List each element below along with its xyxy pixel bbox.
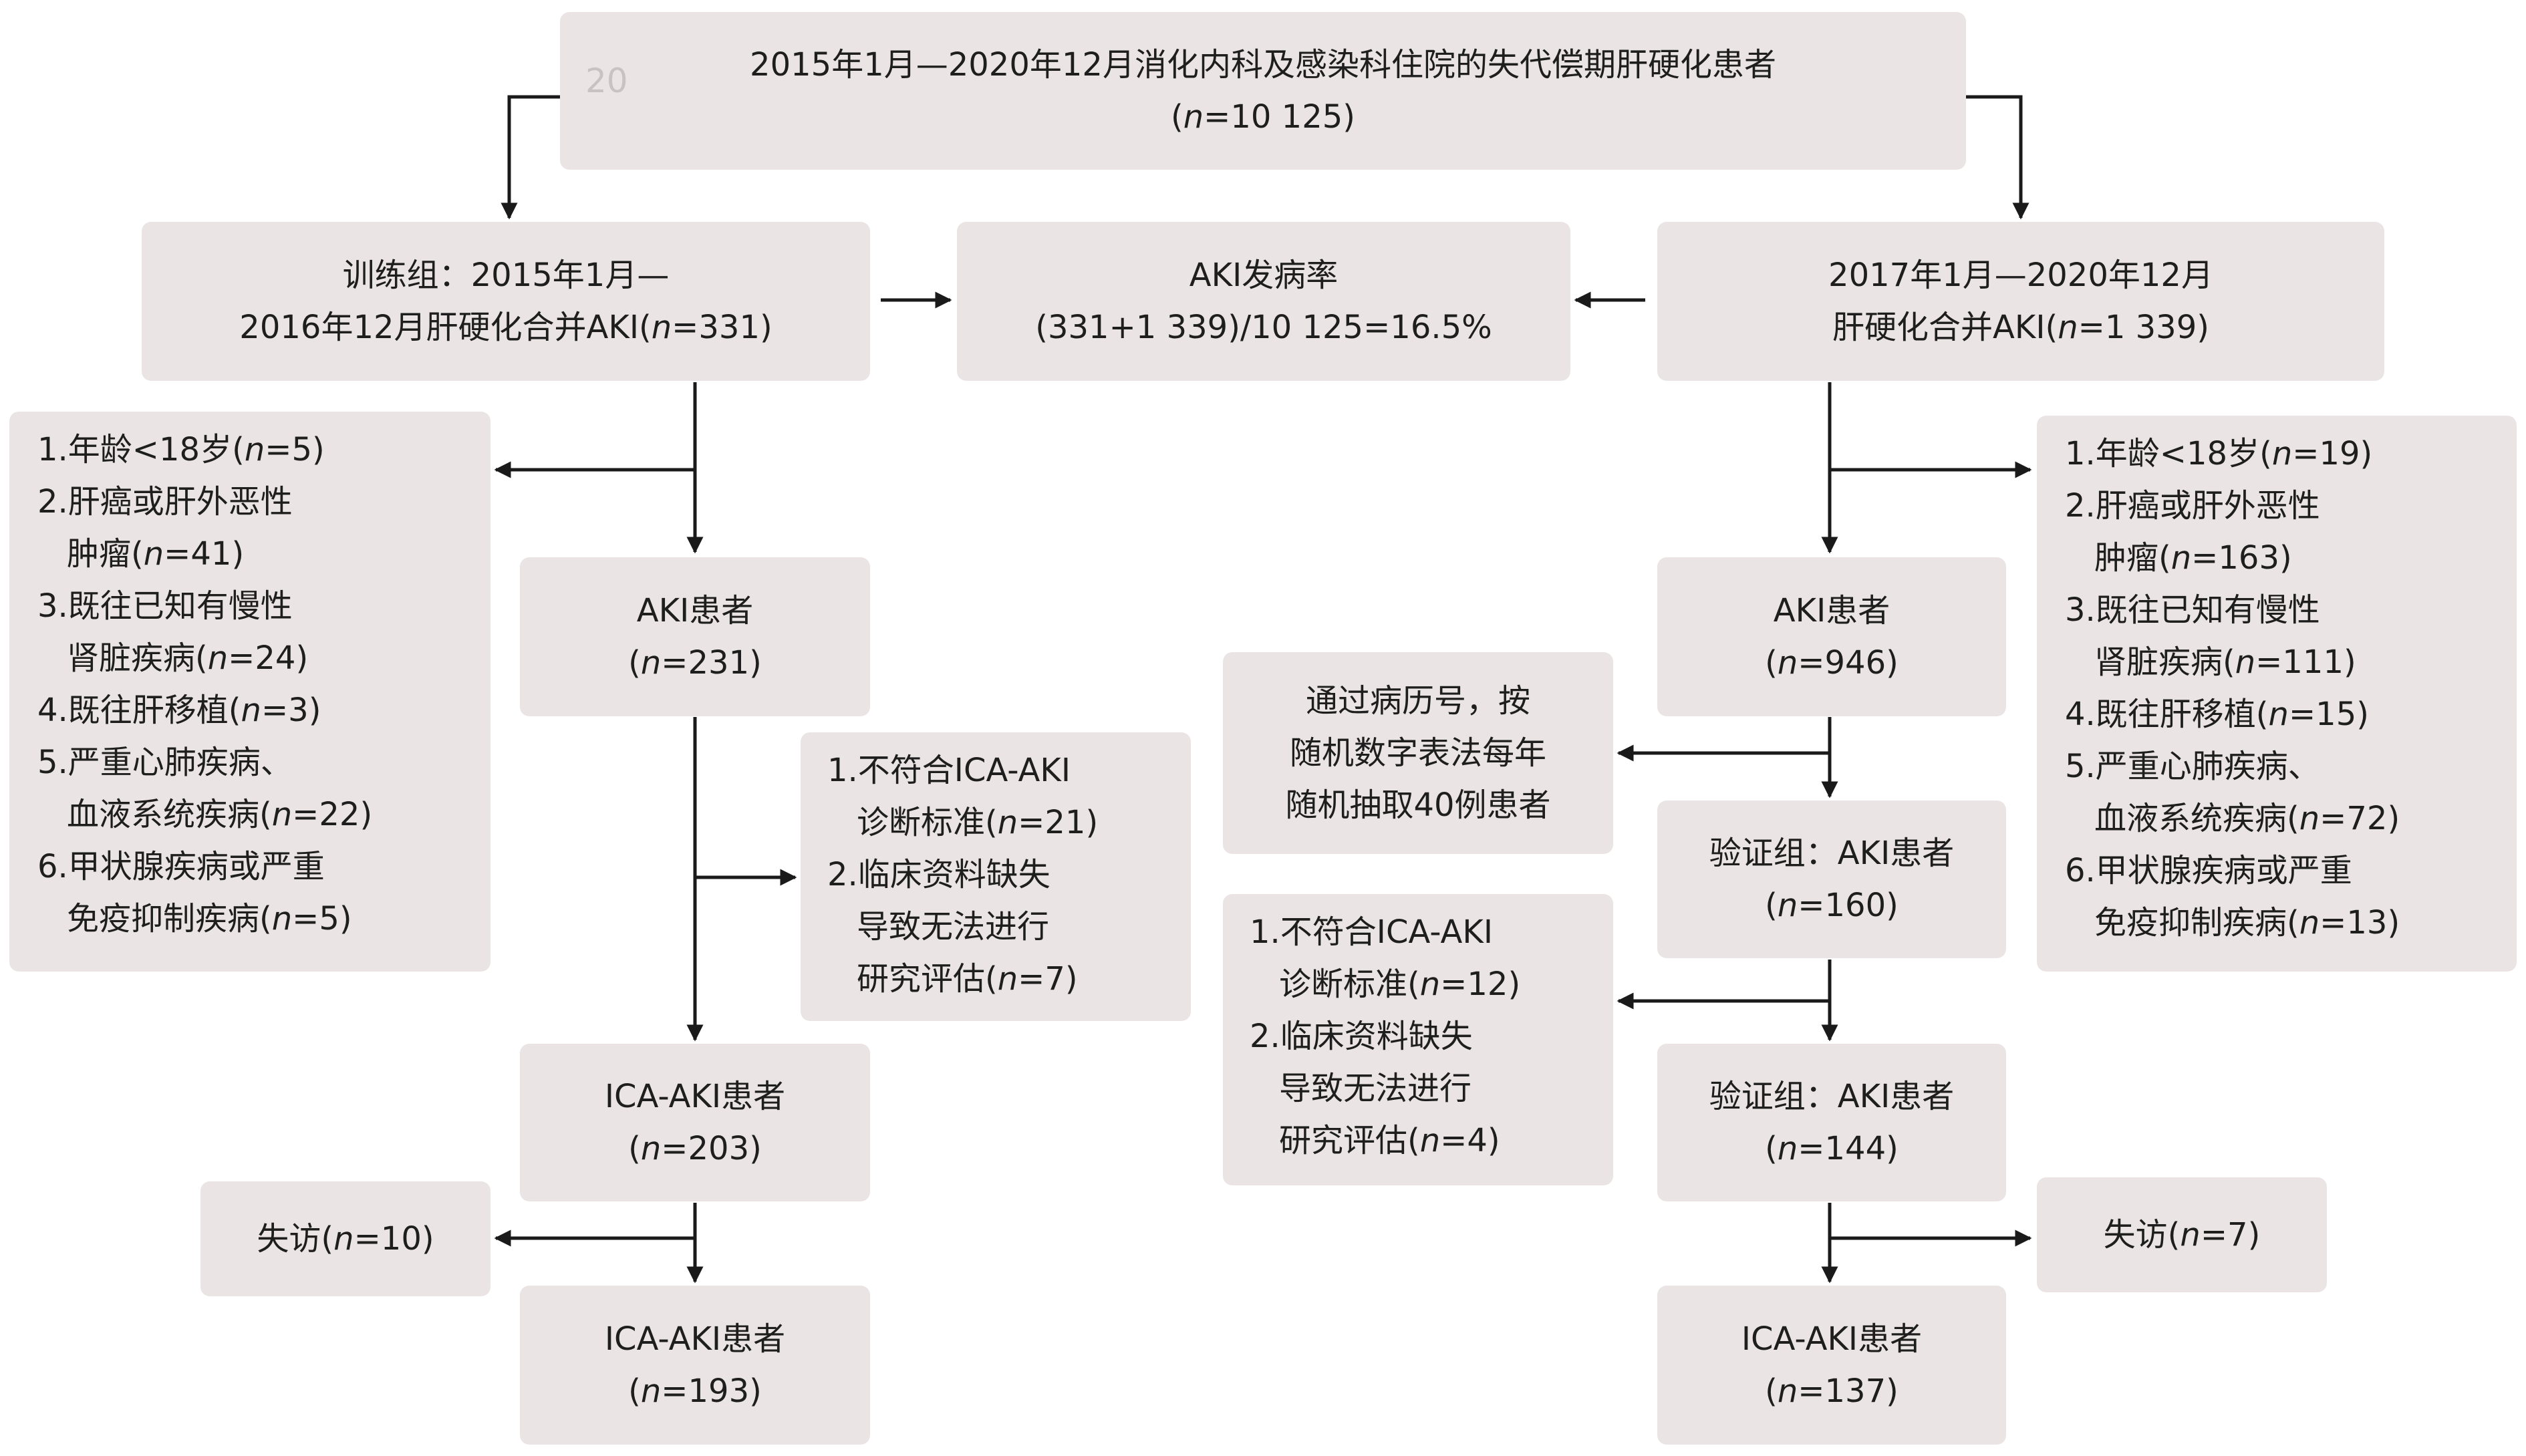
aki-rate-box: AKI发病率 (331+1 339)/10 125=16.5%	[957, 222, 1570, 381]
valid-src-line1: 2017年1月—2020年12月	[1828, 257, 2213, 294]
list-line: 3.既往已知有慢性	[2065, 591, 2320, 629]
aki-left-box: AKI患者 (n=231)	[520, 557, 870, 716]
list-line: 研究评估(n=4)	[1279, 1122, 1500, 1159]
top-population-box: 20 2015年1月—2020年12月消化内科及感染科住院的失代偿期肝硬化患者 …	[560, 12, 1966, 170]
list-line: 2.临床资料缺失	[827, 856, 1050, 893]
list-line: 1.年龄<18岁(n=19)	[2065, 435, 2373, 472]
stamp-text: 20	[585, 61, 628, 100]
list-line: 诊断标准(n=21)	[857, 804, 1099, 841]
rate-line1: AKI发病率	[1189, 257, 1339, 294]
list-line: 血液系统疾病(n=72)	[2094, 800, 2400, 837]
rate-line2: (331+1 339)/10 125=16.5%	[1035, 309, 1492, 346]
lost-followup-right-box: 失访(n=7)	[2037, 1177, 2327, 1292]
list-line: 肿瘤(n=163)	[2094, 539, 2292, 577]
list-line: 血液系统疾病(n=22)	[67, 796, 373, 833]
list-line: 免疫抑制疾病(n=13)	[2094, 904, 2400, 941]
arrow-top-to-train	[501, 95, 560, 220]
valid-src-line2: 肝硬化合并AKI(n=1 339)	[1832, 309, 2209, 346]
list-line: 4.既往肝移植(n=15)	[2065, 696, 2369, 733]
list-line: 4.既往肝移植(n=3)	[37, 692, 321, 729]
list-line: 6.甲状腺疾病或严重	[37, 848, 325, 885]
list-line: 导致无法进行	[857, 908, 1050, 945]
list-line: 免疫抑制疾病(n=5)	[67, 900, 352, 937]
list-line: 肿瘤(n=41)	[67, 535, 245, 573]
validation-144-box: 验证组：AKI患者 (n=144)	[1657, 1044, 2006, 1201]
validation-160-box: 验证组：AKI患者 (n=160)	[1657, 800, 2006, 958]
final-left-box: ICA-AKI患者 (n=193)	[520, 1286, 870, 1445]
list-line: 诊断标准(n=12)	[1279, 966, 1521, 1003]
list-line: 2.肝癌或肝外恶性	[37, 483, 293, 521]
list-line: 肾脏疾病(n=24)	[67, 639, 309, 677]
right-exclusion-box: 1.年龄<18岁(n=19) 2.肝癌或肝外恶性肿瘤(n=163) 3.既往已知有慢…	[2037, 416, 2517, 972]
list-line: 5.严重心肺疾病、	[37, 744, 293, 781]
right-exclusion2-box: 1.不符合ICA-AKI 诊断标准(n=12) 2.临床资料缺失导致无法进行研究评估…	[1223, 894, 1613, 1185]
validation-source-box: 2017年1月—2020年12月 肝硬化合并AKI(n=1 339)	[1657, 222, 2384, 381]
list-line: 1.不符合ICA-AKI	[827, 752, 1071, 789]
list-line: 1.不符合ICA-AKI	[1250, 913, 1493, 951]
left-exclusion-box: 1.年龄<18岁(n=5) 2.肝癌或肝外恶性肿瘤(n=41) 3.既往已知有慢性肾…	[9, 412, 490, 972]
training-group-box: 训练组：2015年1月— 2016年12月肝硬化合并AKI(n=331)	[142, 222, 870, 381]
final-right-box: ICA-AKI患者 (n=137)	[1657, 1286, 2006, 1445]
list-line: 导致无法进行	[1279, 1070, 1472, 1107]
list-line: 3.既往已知有慢性	[37, 587, 293, 625]
lost-followup-left-box: 失访(n=10)	[200, 1181, 490, 1296]
train-line1: 训练组：2015年1月—	[342, 257, 670, 294]
list-line: 研究评估(n=7)	[857, 960, 1078, 998]
list-line: 5.严重心肺疾病、	[2065, 748, 2320, 785]
aki-right-box: AKI患者 (n=946)	[1657, 557, 2006, 716]
list-line: 肾脏疾病(n=111)	[2094, 643, 2356, 681]
top-line1: 2015年1月—2020年12月消化内科及感染科住院的失代偿期肝硬化患者	[750, 46, 1776, 84]
list-line: 1.年龄<18岁(n=5)	[37, 431, 325, 468]
random-sampling-box: 通过病历号，按 随机数字表法每年 随机抽取40例患者	[1223, 652, 1613, 854]
ica-aki-left-box: ICA-AKI患者 (n=203)	[520, 1044, 870, 1201]
list-line: 2.肝癌或肝外恶性	[2065, 487, 2320, 525]
list-line: 6.甲状腺疾病或严重	[2065, 852, 2352, 889]
list-line: 2.临床资料缺失	[1250, 1018, 1473, 1055]
train-line2: 2016年12月肝硬化合并AKI(n=331)	[239, 309, 773, 346]
arrow-top-to-valid	[1966, 95, 2029, 220]
top-line2: (n=10 125)	[1170, 98, 1356, 136]
left-exclusion2-box: 1.不符合ICA-AKI 诊断标准(n=21) 2.临床资料缺失导致无法进行研究评估…	[801, 732, 1191, 1021]
